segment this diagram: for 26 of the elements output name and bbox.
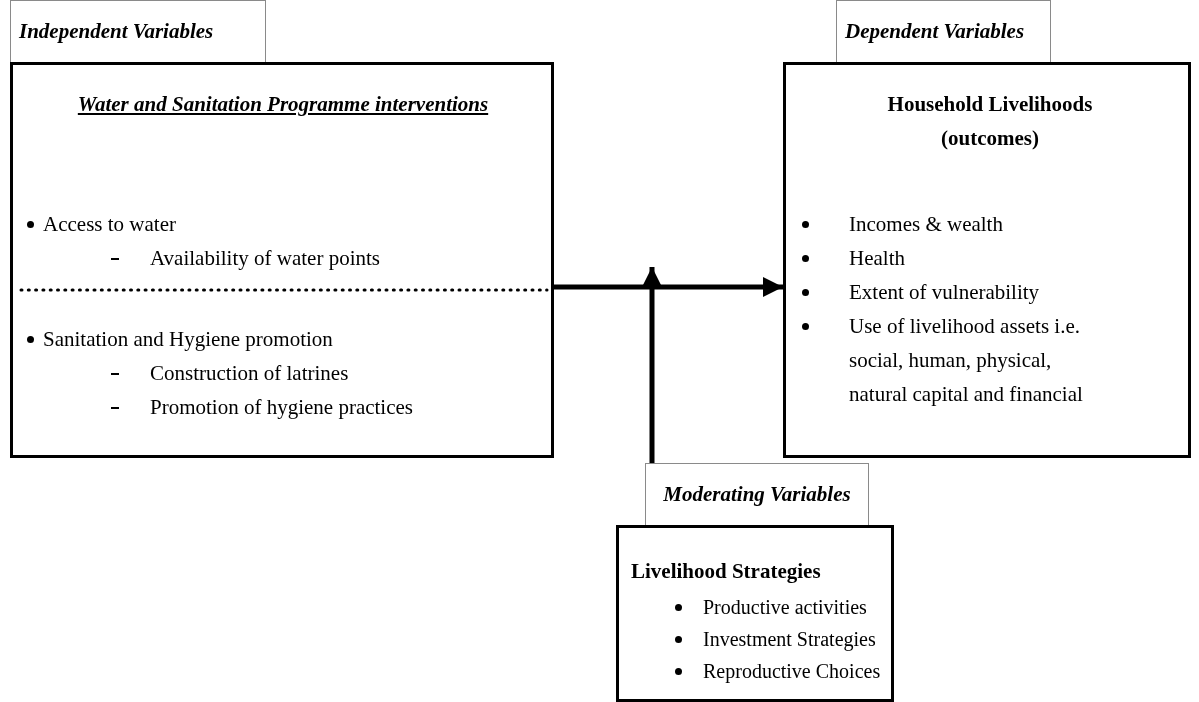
content-box [783,62,1191,458]
label-box [10,0,266,63]
heading: Independent Variables [19,19,214,44]
content-box [616,525,894,702]
list-item: Sanitation and Hygiene promotion [43,326,334,353]
label-box [645,463,869,526]
heading: Livelihood Strategies [631,558,822,585]
list-item: Use of livelihood assets i.e. social, human, physical, natural capital and financial [849,313,1084,408]
arrow [642,267,662,463]
list-item: Reproductive Choices [703,659,882,685]
list-item: Construction of latrines [150,360,350,387]
list-item: Productive activities [703,595,868,620]
list-item: Extent of vulnerability [849,279,1041,306]
list-item: Availability of water points [150,245,381,272]
list-item: Access to water [43,211,177,238]
arrow [554,277,783,297]
list-item: Investment Strategies [703,627,877,653]
heading: Moderating Variables [663,482,851,507]
list-item: Incomes & wealth [849,211,1004,238]
label-box [836,0,1051,63]
list-item: Health [849,245,906,272]
heading: Household Livelihoods (outcomes) [886,91,1094,152]
heading: Dependent Variables [845,19,1025,44]
list-item: Promotion of hygiene practices [150,394,414,421]
content-box [10,62,554,458]
heading: Water and Sanitation Programme interventions [76,91,490,118]
